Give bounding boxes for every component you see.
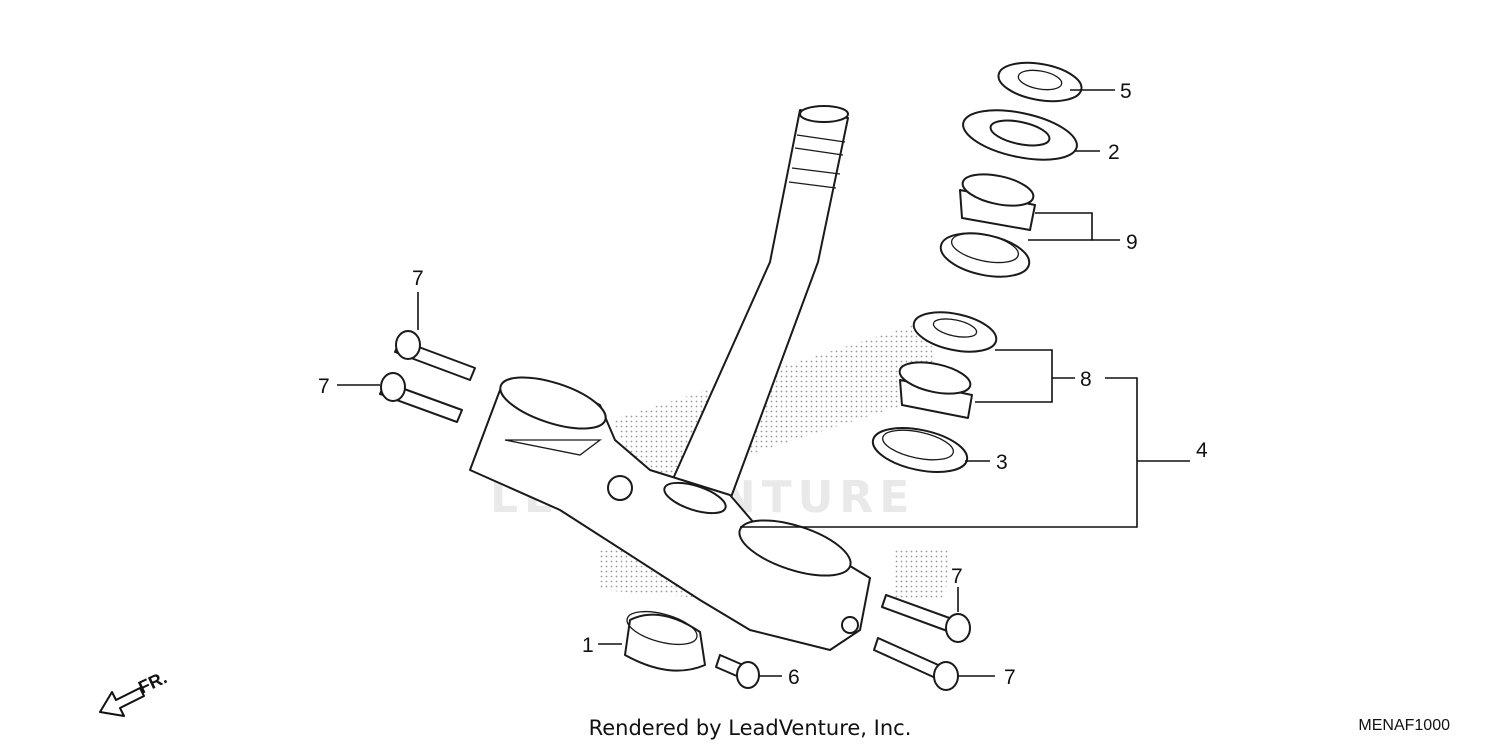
callout-7-left: 7 [318, 375, 330, 398]
callout-1: 1 [582, 634, 594, 657]
bearing-set-8 [898, 311, 998, 419]
dust-seal-3 [871, 427, 969, 473]
callout-6: 6 [788, 666, 800, 689]
leader-lines [337, 89, 1190, 677]
bolt-7-right-upper [881, 594, 971, 643]
lower-triple-clamp [469, 376, 871, 651]
bolt-6 [715, 654, 760, 689]
bolt-7-right-lower [873, 637, 959, 691]
bolt-7-upper [394, 330, 476, 381]
callout-labels: 5 2 9 8 3 4 7 7 7 7 1 6 [318, 80, 1208, 689]
callout-4: 4 [1196, 439, 1208, 462]
callout-7-right-lower: 7 [1004, 666, 1016, 689]
rendered-by-credit: Rendered by LeadVenture, Inc. [588, 716, 912, 740]
bearing-set-9 [939, 173, 1036, 278]
callout-3: 3 [996, 451, 1008, 474]
locknut-5 [997, 61, 1083, 103]
callout-2: 2 [1108, 141, 1120, 164]
callout-7-right-upper: 7 [951, 565, 963, 588]
diagram-code: MENAF1000 [1358, 717, 1450, 734]
callout-5: 5 [1120, 80, 1132, 103]
callout-8: 8 [1080, 368, 1092, 391]
callout-7-top: 7 [412, 267, 424, 290]
bolt-7-middle [379, 372, 463, 423]
dust-seal-2 [962, 109, 1078, 161]
clamp-1 [624, 610, 706, 672]
front-arrow-icon: FR. [99, 667, 170, 717]
callout-9: 9 [1126, 231, 1138, 254]
